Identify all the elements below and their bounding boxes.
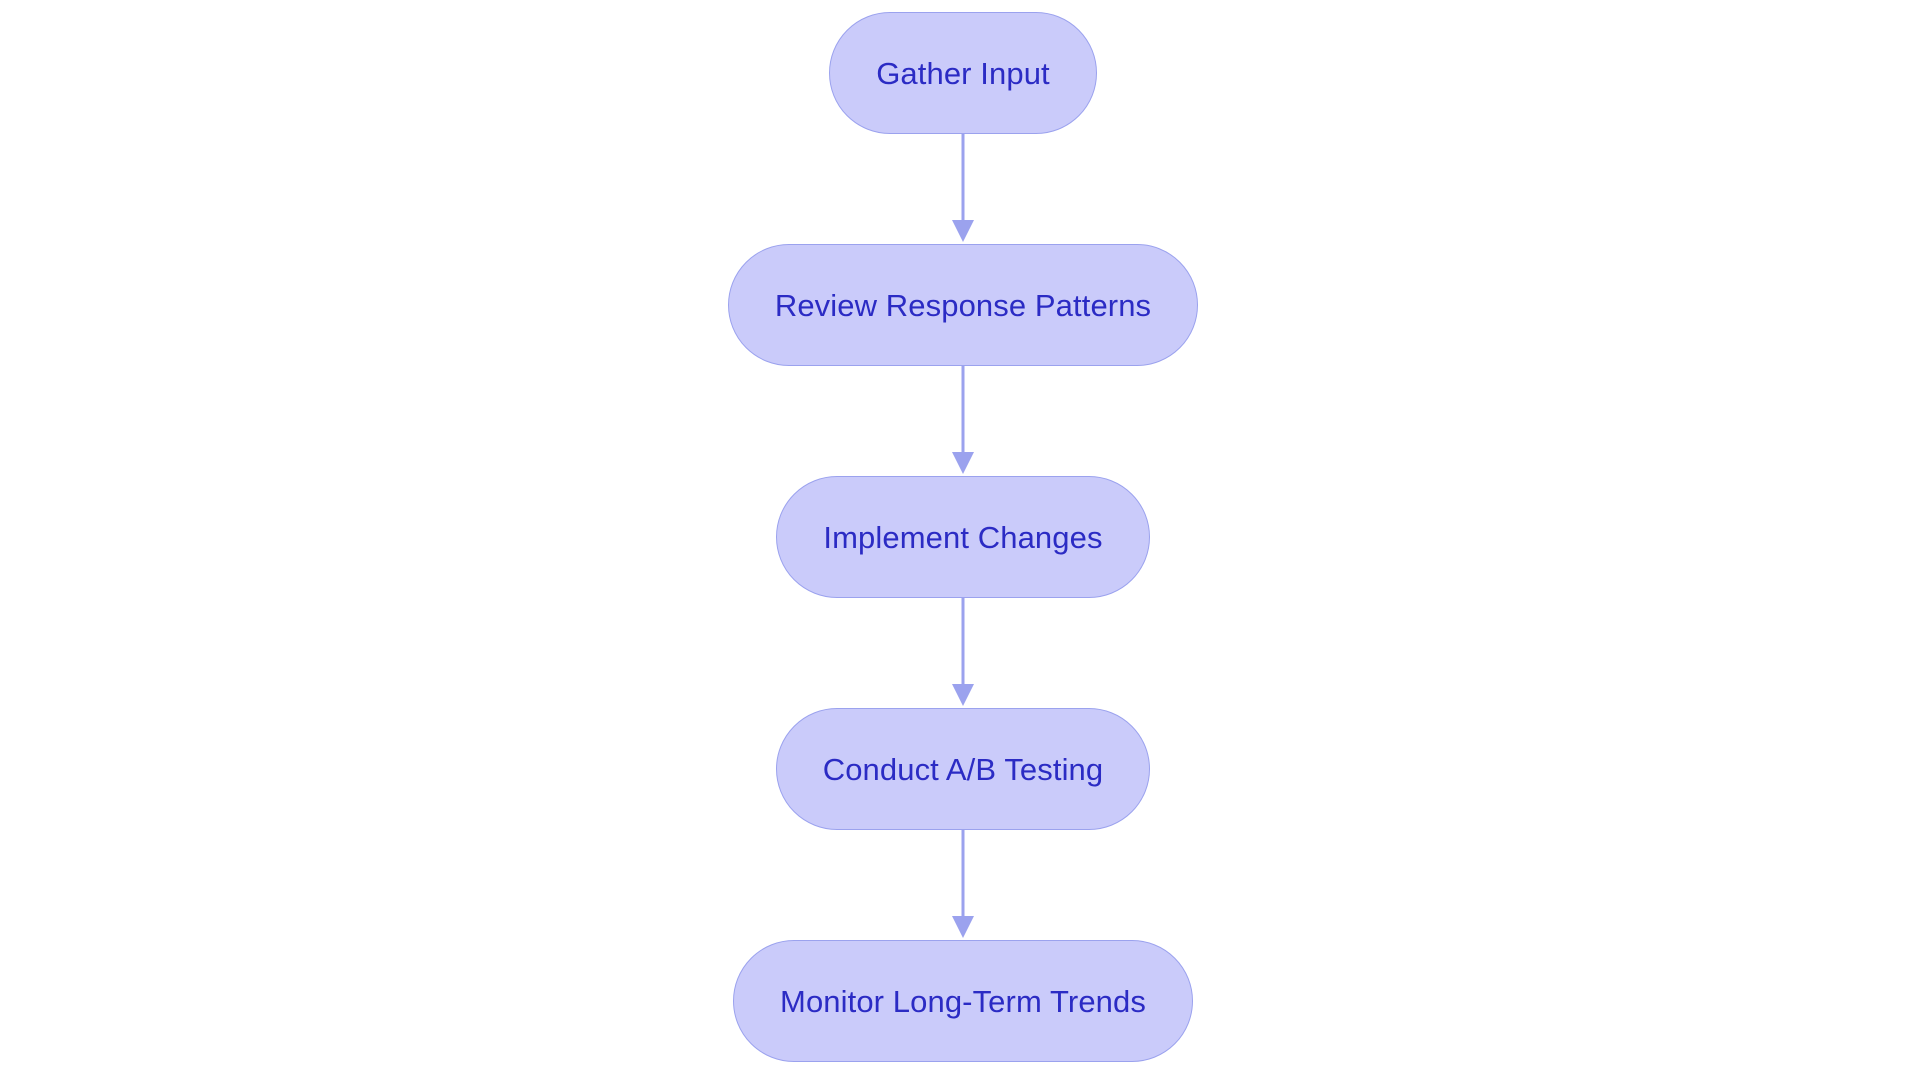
node-label: Monitor Long-Term Trends: [780, 983, 1146, 1019]
node-label: Conduct A/B Testing: [822, 751, 1104, 787]
down-arrow-icon: [952, 366, 974, 474]
flowchart-node-conduct-ab-testing[interactable]: Conduct A/B Testing: [775, 708, 1151, 830]
node-label: Gather Input: [876, 55, 1050, 91]
node-label: Implement Changes: [823, 519, 1103, 555]
flowchart-node-gather-input[interactable]: Gather Input: [829, 12, 1097, 134]
flowchart-edge-n3-n4: [943, 598, 983, 708]
flowchart-edge-n1-n2: [943, 134, 983, 244]
flowchart-node-monitor-long-term-trends[interactable]: Monitor Long-Term Trends: [733, 940, 1193, 1062]
flowchart-edge-n4-n5: [943, 830, 983, 940]
flowchart-node-review-response-patterns[interactable]: Review Response Patterns: [727, 244, 1199, 366]
down-arrow-icon: [952, 134, 974, 242]
flowchart-edge-n2-n3: [943, 366, 983, 476]
down-arrow-icon: [952, 598, 974, 706]
flowchart-stack: Gather Input Review Response Patterns Im…: [722, 12, 1199, 1062]
node-label: Review Response Patterns: [774, 287, 1152, 323]
flowchart-node-implement-changes[interactable]: Implement Changes: [776, 476, 1150, 598]
down-arrow-icon: [952, 830, 974, 938]
